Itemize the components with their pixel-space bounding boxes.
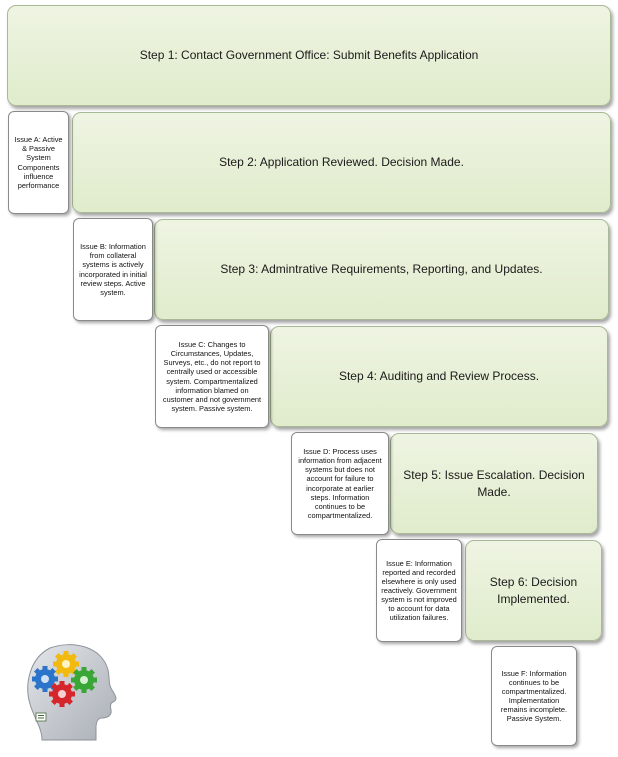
issue-b-box: Issue B: Information from collateral sys… [73, 218, 153, 321]
issue-e-text: Issue E: Information reported and record… [381, 558, 457, 623]
issue-a-text: Issue A: Active & Passive System Compone… [14, 135, 63, 190]
step-6-box: Step 6: Decision Implemented. [465, 540, 602, 641]
step-3-box: Step 3: Admintrative Requirements, Repor… [154, 219, 609, 320]
step-4-box: Step 4: Auditing and Review Process. [270, 326, 608, 427]
issue-e-box: Issue E: Information reported and record… [376, 539, 462, 642]
step-2-box: Step 2: Application Reviewed. Decision M… [72, 112, 611, 213]
issue-d-text: Issue D: Process uses information from a… [298, 447, 382, 520]
step-2-label: Step 2: Application Reviewed. Decision M… [219, 155, 464, 170]
step-5-label: Step 5: Issue Escalation. Decision Made. [403, 467, 585, 499]
issue-c-text: Issue C: Changes to Circumstances, Updat… [162, 340, 262, 413]
issue-f-box: Issue F: Information continues to be com… [491, 646, 577, 746]
step-4-label: Step 4: Auditing and Review Process. [338, 369, 540, 384]
step-3-label: Step 3: Admintrative Requirements, Repor… [220, 262, 543, 277]
step-1-label: Step 1: Contact Government Office: Submi… [139, 48, 479, 63]
issue-a-box: Issue A: Active & Passive System Compone… [8, 111, 69, 214]
issue-b-text: Issue B: Information from collateral sys… [79, 242, 147, 297]
issue-d-box: Issue D: Process uses information from a… [291, 432, 389, 535]
step-6-label: Step 6: Decision Implemented. [489, 574, 578, 606]
head-with-gears-icon [27, 644, 117, 741]
issue-f-text: Issue F: Information continues to be com… [500, 668, 568, 724]
issue-c-box: Issue C: Changes to Circumstances, Updat… [155, 325, 269, 428]
step-1-box: Step 1: Contact Government Office: Submi… [7, 5, 611, 106]
step-5-box: Step 5: Issue Escalation. Decision Made. [390, 433, 598, 534]
